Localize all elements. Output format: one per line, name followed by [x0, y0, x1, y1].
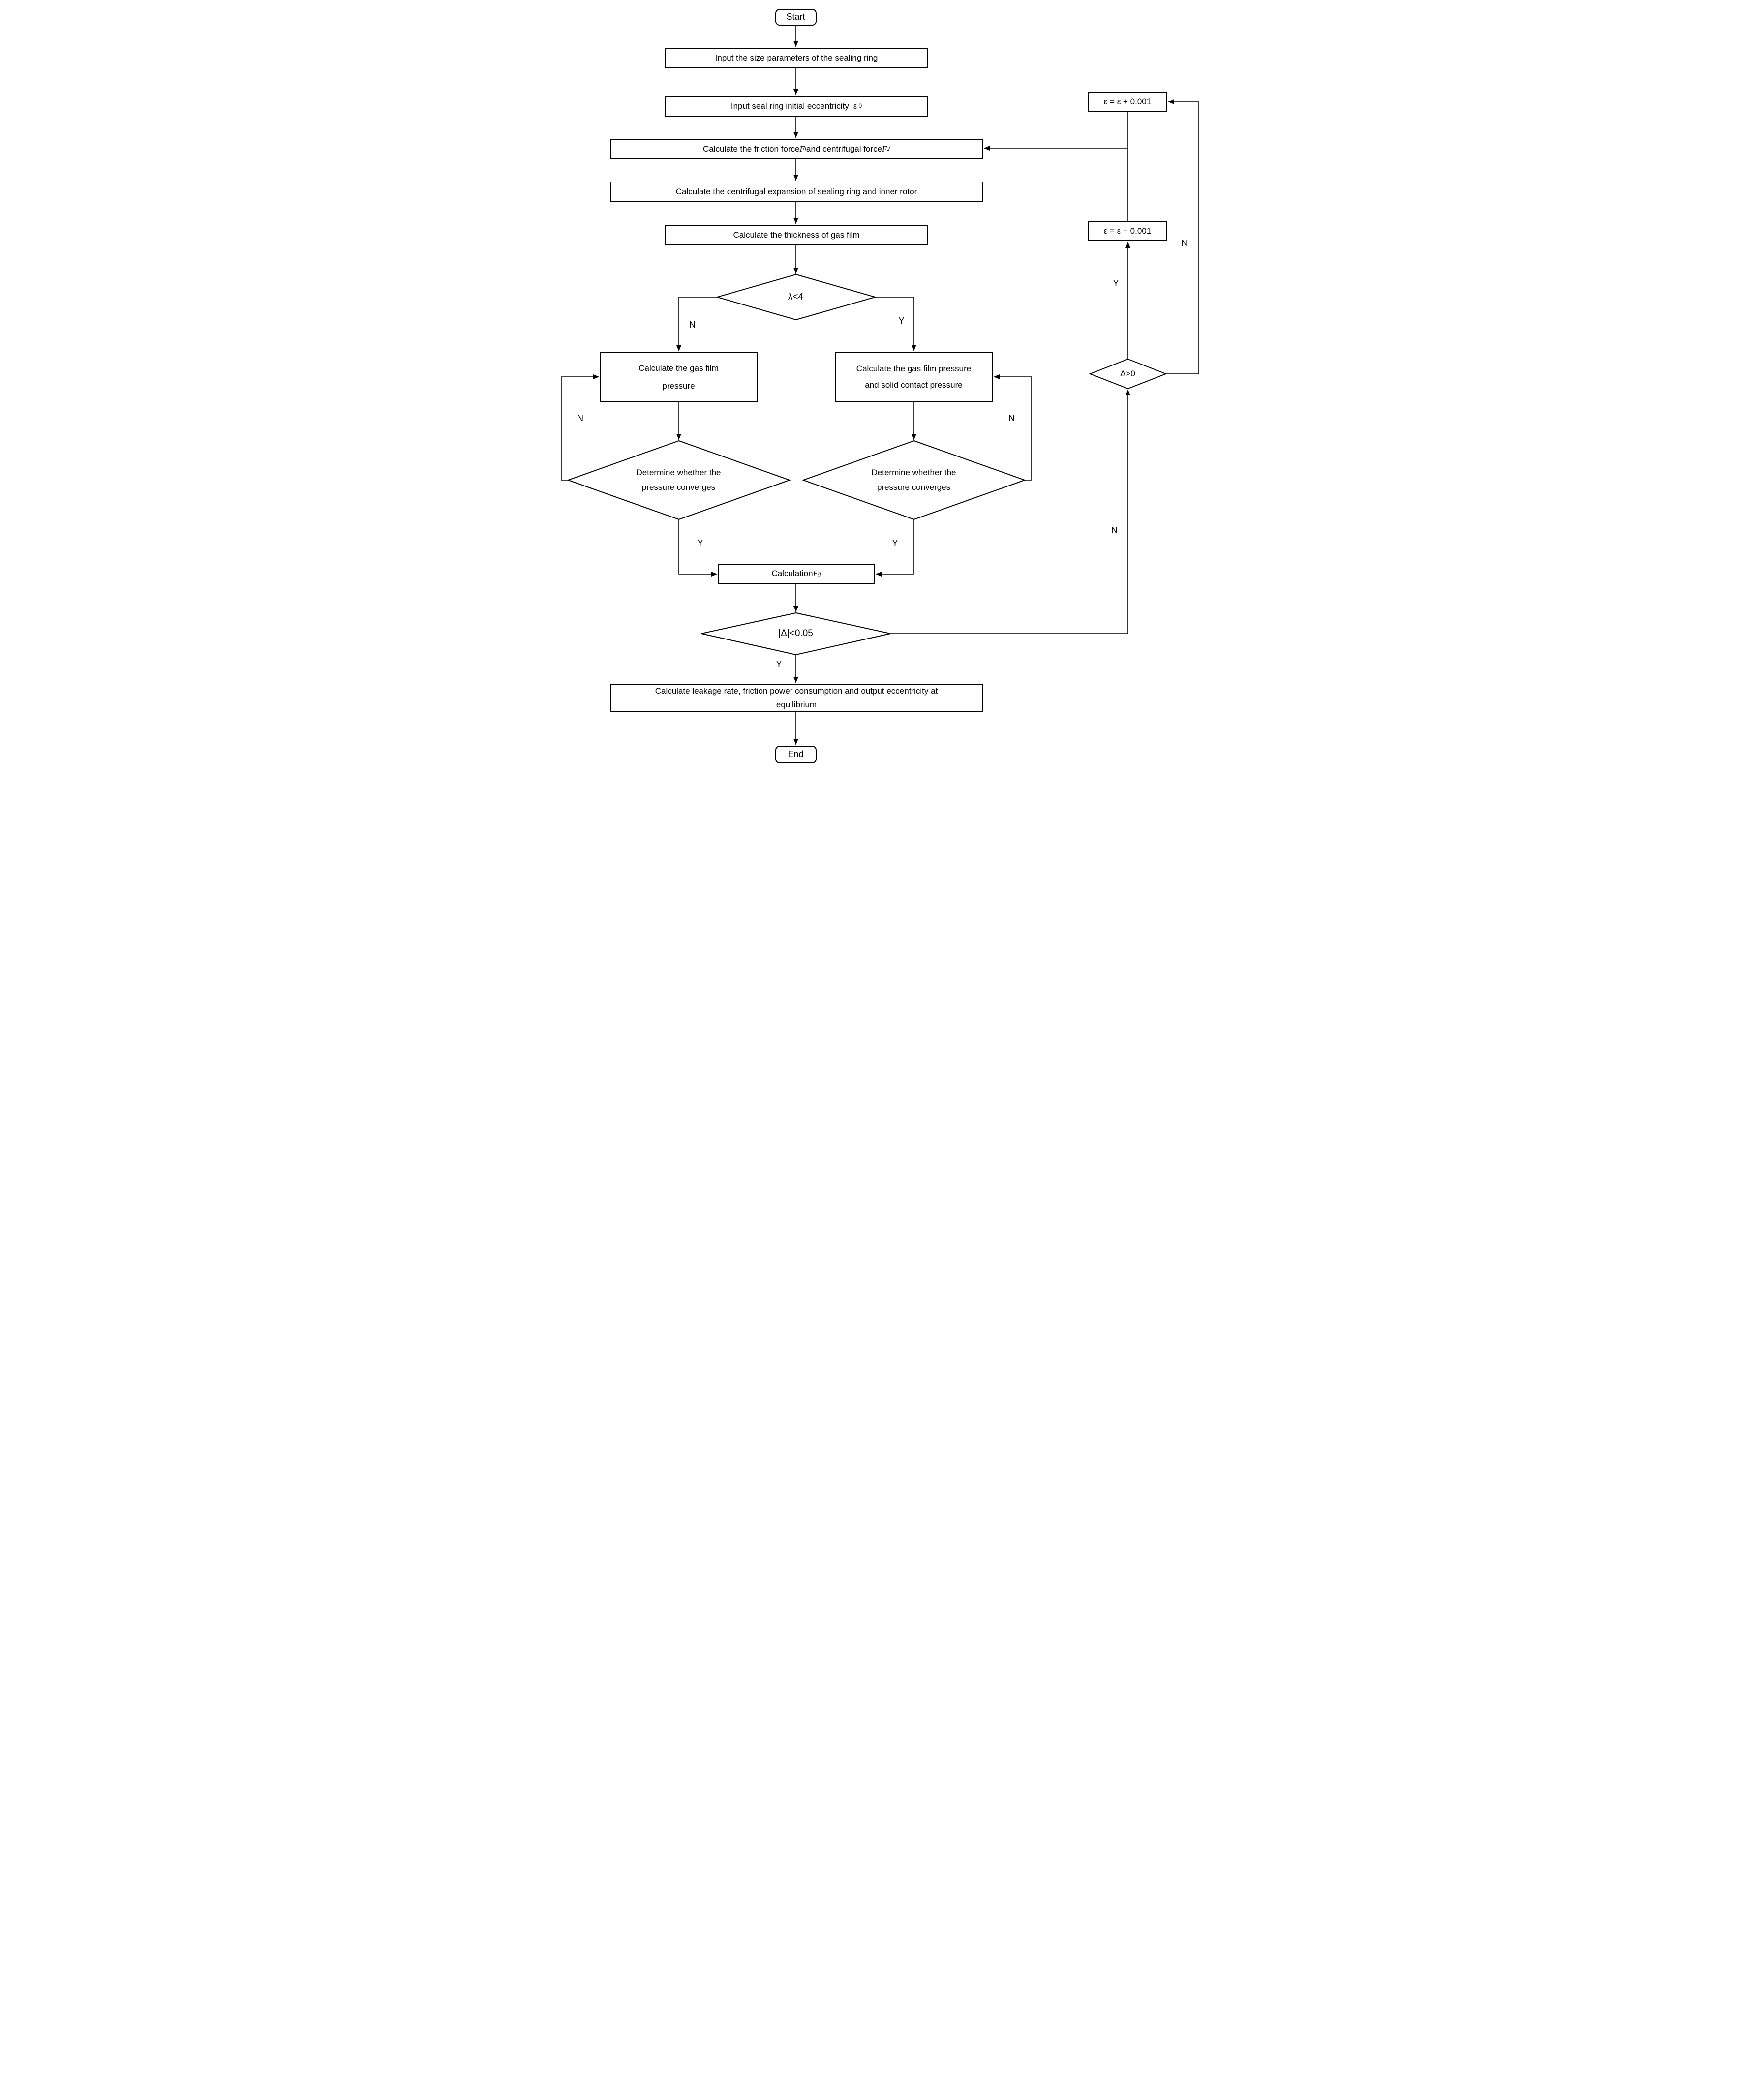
process-eps-increase: ε = ε + 0.001 — [1088, 92, 1167, 112]
decision-converge-left-label: Determine whether the pressure converges — [617, 456, 740, 505]
process-calc-film-thickness: Calculate the thickness of gas film — [665, 225, 928, 245]
calc-forces-text-mid: and centrifugal force — [806, 144, 882, 153]
connector-lambda-yes-branch — [875, 297, 916, 351]
friction-force-subscript: f — [804, 146, 806, 152]
process-calc-gas-film-pressure: Calculate the gas film pressure — [600, 352, 758, 402]
process-input-eccentricity-label: Input seal ring initial eccentricity — [730, 101, 849, 111]
process-eps-decrease-label: ε = ε − 0.001 — [1103, 226, 1152, 236]
start-terminal: Start — [775, 9, 817, 26]
decision-delta-abs — [701, 612, 890, 656]
calc-forces-text-pre: Calculate the friction force — [702, 144, 800, 153]
branch-label-delta-abs-no: N — [1111, 525, 1118, 535]
epsilon-subscript: 0 — [858, 102, 862, 110]
friction-force-symbol: F — [799, 144, 805, 153]
connector-converge-right-yes — [875, 519, 914, 577]
epsilon-symbol: ε — [853, 101, 857, 111]
process-input-size-label: Input the size parameters of the sealing… — [715, 53, 878, 62]
decision-delta-gt-zero — [1088, 358, 1167, 390]
centrifugal-force-symbol: F — [882, 144, 887, 153]
connector-delta-abs-no — [890, 390, 1130, 634]
branch-label-converge-right-yes: Y — [892, 538, 898, 548]
branch-label-converge-right-no: N — [1008, 413, 1015, 423]
connector-converge-left-yes — [678, 519, 717, 577]
connector-converge-left-no-loop — [560, 374, 599, 481]
process-calc-output-label: Calculate leakage rate, friction power c… — [655, 686, 938, 709]
process-calc-gas-film-pressure-label: Calculate the gas film pressure — [639, 363, 719, 391]
decision-lambda — [715, 274, 877, 321]
flowchart-lines-layer — [560, 26, 1199, 745]
decision-converge-right — [801, 440, 1026, 520]
branch-label-delta-gt-yes: Y — [1113, 278, 1119, 288]
connector-converge-right-no-loop — [993, 374, 1032, 481]
decision-converge-left-text: Determine whether the pressure converges — [636, 468, 721, 492]
decision-converge-left — [566, 440, 791, 520]
decision-delta-gt-zero-label: Δ>0 — [1120, 369, 1135, 379]
end-label: End — [788, 749, 804, 760]
process-calc-film-thickness-label: Calculate the thickness of gas film — [733, 230, 860, 240]
fg-subscript: g — [818, 571, 821, 577]
process-calc-gas-solid-pressure-label: Calculate the gas film pressure and soli… — [856, 364, 972, 390]
branch-label-delta-gt-no: N — [1181, 238, 1187, 248]
calculation-fg-text: Calculation — [771, 569, 813, 578]
decision-converge-right-label: Determine whether the pressure converges — [852, 456, 975, 505]
process-eps-decrease: ε = ε − 0.001 — [1088, 221, 1167, 241]
decision-converge-right-text: Determine whether the pressure converges — [871, 468, 956, 492]
branch-label-converge-left-yes: Y — [697, 538, 703, 548]
connector-delta-gt-no-loop — [1165, 99, 1199, 374]
branch-label-converge-left-no: N — [577, 413, 583, 423]
process-eps-increase-label: ε = ε + 0.001 — [1103, 96, 1152, 106]
branch-label-delta-abs-yes: Y — [776, 659, 782, 669]
branch-label-lambda-yes: Y — [898, 316, 905, 326]
connector-lambda-no-branch — [676, 297, 717, 351]
centrifugal-force-subscript: 2 — [887, 146, 890, 152]
start-label: Start — [786, 12, 805, 22]
decision-lambda-label: λ<4 — [788, 292, 804, 303]
process-calc-expansion: Calculate the centrifugal expansion of s… — [610, 182, 983, 202]
flowchart-canvas: Start Input the size parameters of the s… — [551, 0, 1213, 787]
process-calc-gas-solid-pressure: Calculate the gas film pressure and soli… — [835, 352, 993, 402]
process-calc-output: Calculate leakage rate, friction power c… — [610, 684, 983, 712]
end-terminal: End — [775, 746, 817, 763]
fg-symbol: F — [813, 569, 818, 578]
process-input-size: Input the size parameters of the sealing… — [665, 48, 928, 68]
process-calc-expansion-label: Calculate the centrifugal expansion of s… — [675, 186, 917, 196]
branch-label-lambda-no: N — [689, 320, 696, 330]
decision-delta-abs-label: |Δ|<0.05 — [778, 628, 813, 639]
